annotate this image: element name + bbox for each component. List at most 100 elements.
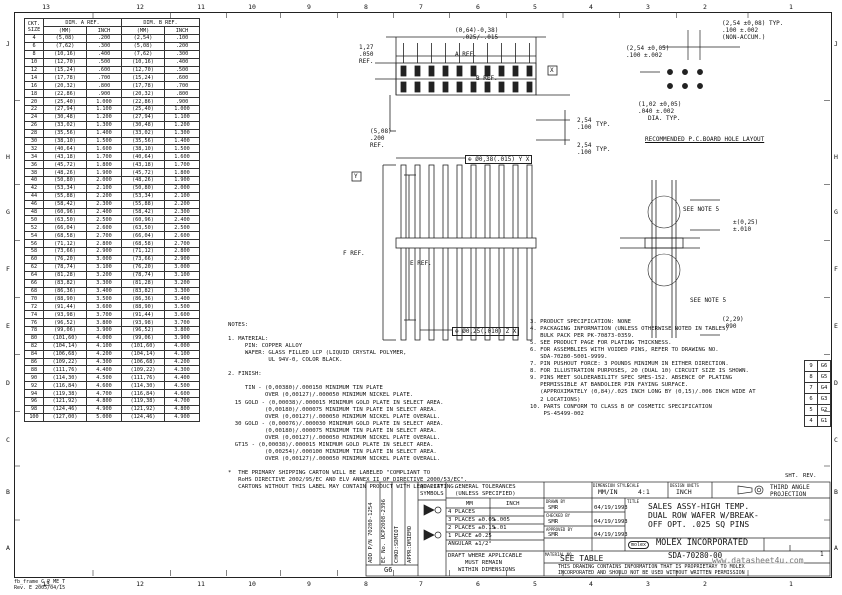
header-inch-a: INCH xyxy=(86,26,122,35)
top-dimension: (0,64)-0,38) xyxy=(455,27,499,34)
dim-style-value: MM/IN xyxy=(598,488,618,496)
hole-pitch-b: (2,54 ±0,05) xyxy=(626,45,670,52)
table-cell: (99,06) xyxy=(43,325,87,335)
table-row: 88(111,76)4.400(109,22)4.300 xyxy=(24,365,200,375)
revision-cell: G1 xyxy=(817,415,831,427)
connector-side-view xyxy=(620,180,720,338)
table-cell: (88,90) xyxy=(121,302,165,312)
table-cell: (63,50) xyxy=(121,223,165,233)
table-cell: (81,28) xyxy=(43,270,87,280)
table-cell: 2.600 xyxy=(86,223,122,233)
table-cell: 32 xyxy=(24,144,44,154)
table-row: 82(104,14)4.100(101,60)4.000 xyxy=(24,341,200,351)
table-cell: (109,22) xyxy=(121,365,165,375)
tol-angular: ANGULAR ±1/2° xyxy=(448,541,492,547)
table-cell: 1.000 xyxy=(86,97,122,107)
table-cell: (111,76) xyxy=(121,373,165,383)
table-cell: 2.800 xyxy=(164,247,200,256)
table-cell: (5,08) xyxy=(121,41,165,51)
table-cell: (53,34) xyxy=(121,191,165,201)
table-cell: 1.200 xyxy=(86,112,122,122)
proprietary-line-1: THIS DRAWING CONTAINS INFORMATION THAT I… xyxy=(558,564,745,570)
table-cell: 3.800 xyxy=(86,318,122,327)
dimension-table: CKT. SIZE DIM. A REF. DIM. B REF. (MM) I… xyxy=(24,18,200,422)
table-row: 4(5,08).200(2,54).100 xyxy=(24,34,200,43)
table-cell: (86,36) xyxy=(43,286,87,296)
pcb-hole xyxy=(697,69,703,75)
table-cell: .900 xyxy=(86,89,122,99)
table-cell: (83,82) xyxy=(121,286,165,296)
e-ref-label: E REF. xyxy=(410,260,432,267)
table-cell: 2.200 xyxy=(164,199,200,209)
table-cell: 4.400 xyxy=(164,373,200,383)
table-row: 8(10,16).400(7,62).300 xyxy=(24,49,200,59)
table-cell: 52 xyxy=(24,223,44,233)
table-cell: 3.000 xyxy=(86,254,122,264)
table-cell: .800 xyxy=(164,89,200,99)
dim-2-29: (2,29) xyxy=(722,316,744,323)
pin-square xyxy=(498,81,505,93)
table-cell: (71,12) xyxy=(43,239,87,249)
header-dim-b: DIM. B REF. xyxy=(121,18,200,27)
table-cell: 96 xyxy=(24,396,44,406)
table-cell: (127,00) xyxy=(43,412,87,422)
pin-lead xyxy=(456,164,463,341)
table-cell: 2.900 xyxy=(86,247,122,256)
hole-non-accum: (NON-ACCUM.) xyxy=(722,34,766,41)
see-table: SEE TABLE xyxy=(560,554,604,563)
column-number: 4 xyxy=(589,580,593,588)
table-cell: 1.800 xyxy=(86,160,122,170)
table-cell: (58,42) xyxy=(121,207,165,217)
table-cell: 4 xyxy=(24,34,44,43)
table-cell: 3.500 xyxy=(86,294,122,304)
table-cell: (96,52) xyxy=(43,318,87,327)
table-row: 54(68,58)2.700(66,04)2.600 xyxy=(24,231,200,241)
table-cell: 2.900 xyxy=(164,254,200,264)
table-cell: 4.100 xyxy=(86,341,122,351)
table-cell: 10 xyxy=(24,57,44,67)
row-letter: E xyxy=(834,322,838,330)
table-row: 26(33,02)1.300(30,48)1.200 xyxy=(24,120,200,130)
table-cell: 1.900 xyxy=(86,168,122,178)
column-number: 13 xyxy=(42,580,50,588)
table-cell: (22,86) xyxy=(121,97,165,107)
hole-layout-title: RECOMMENDED P.C.BOARD HOLE LAYOUT xyxy=(645,136,765,143)
table-cell: (68,58) xyxy=(43,231,87,241)
table-cell: (20,32) xyxy=(121,89,165,99)
row-letter: A xyxy=(6,544,10,552)
table-cell: (68,58) xyxy=(121,239,165,249)
frame-rev: Rev. E 2005/04/15 xyxy=(14,585,66,591)
column-number: 1 xyxy=(789,580,793,588)
table-cell: 5.000 xyxy=(86,412,122,422)
dim-0-25: ±(0,25) xyxy=(733,219,759,226)
table-cell: 68 xyxy=(24,286,44,296)
hole-pitch: (2,54 ±0,08) TYP. xyxy=(722,20,784,27)
see-note-5-b: SEE NOTE 5 xyxy=(690,297,727,304)
b-ref-label: B REF. xyxy=(476,75,498,82)
approved-by-label: APPROVED BY xyxy=(546,527,573,532)
table-cell: 3.300 xyxy=(164,286,200,296)
table-cell: 2.700 xyxy=(164,239,200,249)
see-note-5-a: SEE NOTE 5 xyxy=(683,206,720,213)
design-units-value: INCH xyxy=(676,488,692,496)
pin-lead xyxy=(484,164,491,341)
dim-090: .090 xyxy=(722,323,737,330)
pin-square xyxy=(442,81,449,93)
column-number: 3 xyxy=(646,3,650,11)
table-row: 52(66,04)2.600(63,50)2.500 xyxy=(24,223,200,233)
pin-lead xyxy=(470,164,477,341)
column-number: 12 xyxy=(136,3,144,11)
table-cell: 2.300 xyxy=(86,199,122,209)
pin-square xyxy=(414,65,421,77)
table-cell: (43,18) xyxy=(43,152,87,162)
scale-label: SCALE xyxy=(627,483,640,488)
table-row: 92(116,84)4.600(114,30)4.500 xyxy=(24,381,200,391)
table-cell: 2.400 xyxy=(164,215,200,225)
table-row: 30(38,10)1.500(35,56)1.400 xyxy=(24,136,200,146)
table-cell: (40,64) xyxy=(43,144,87,154)
table-cell: (93,98) xyxy=(121,318,165,327)
column-number: 6 xyxy=(476,580,480,588)
row-letter: D xyxy=(834,379,838,387)
